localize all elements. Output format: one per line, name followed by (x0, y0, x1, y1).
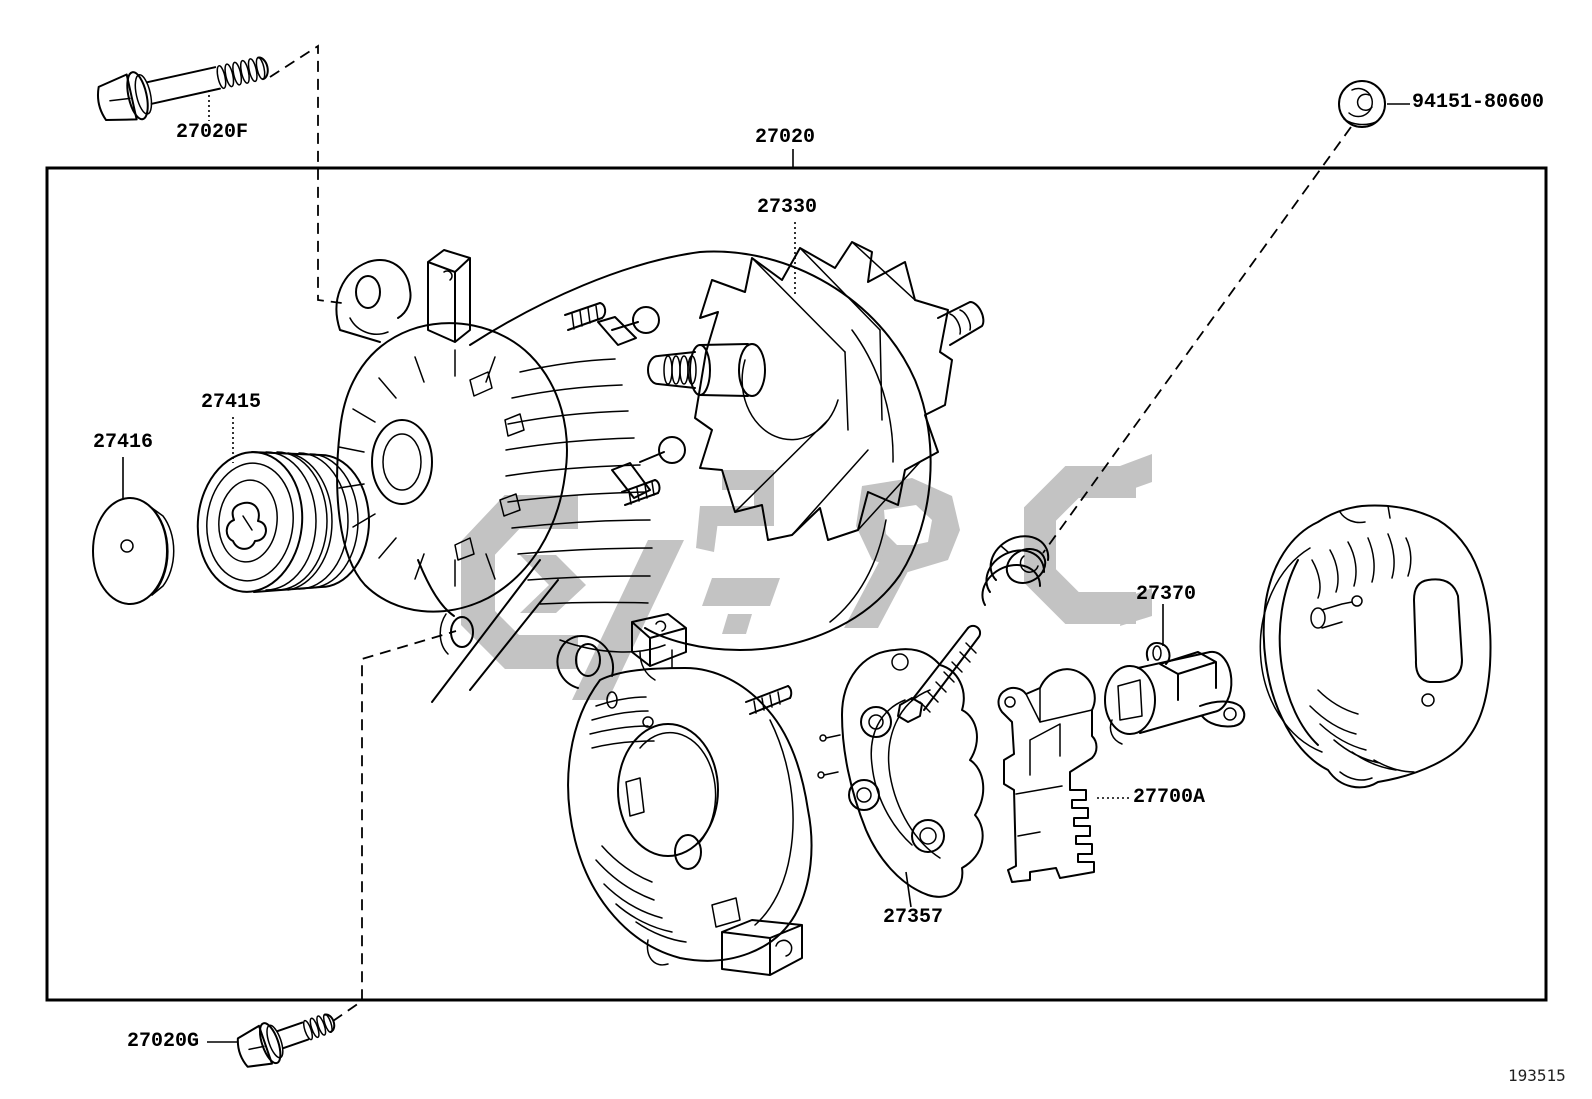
part-label-bolt-front: 27020F (176, 121, 249, 144)
part-rectifier-27357 (817, 624, 985, 898)
part-label-nut: 94151-80600 (1412, 91, 1545, 114)
leader-lines (122, 90, 1410, 1043)
watermark-logo (461, 454, 1152, 700)
part-rotor-27330 (647, 241, 985, 541)
part-label-pulley: 27415 (201, 391, 262, 414)
part-label-pulley-cap: 27416 (93, 431, 154, 454)
part-bearing (981, 535, 1050, 606)
part-pulley-27415 (196, 451, 370, 593)
part-bolt-27020F (96, 56, 269, 122)
part-label-bolt-lower: 27020G (127, 1030, 200, 1053)
drawing-number: 193515 (1508, 1066, 1566, 1085)
part-front-bracket-stator (335, 249, 932, 703)
part-label-rectifier: 27357 (883, 906, 944, 929)
dashed-locator-lines (269, 44, 1352, 1022)
part-label-assembly: 27020 (755, 126, 816, 149)
part-label-brush-holder: 27370 (1136, 583, 1197, 606)
part-brush-holder-27370 (1104, 642, 1246, 745)
part-label-regulator: 27700A (1133, 786, 1206, 809)
assembly-boundary-box (45, 166, 1548, 1002)
part-label-rotor: 27330 (757, 196, 818, 219)
part-rear-frame (556, 613, 813, 976)
part-rear-cover (1259, 504, 1492, 789)
part-regulator-27700A (997, 668, 1098, 883)
part-pulley-cap-27416 (92, 497, 175, 605)
part-nut-94151-80600 (1338, 80, 1386, 128)
part-bolt-27020G (236, 1013, 336, 1068)
